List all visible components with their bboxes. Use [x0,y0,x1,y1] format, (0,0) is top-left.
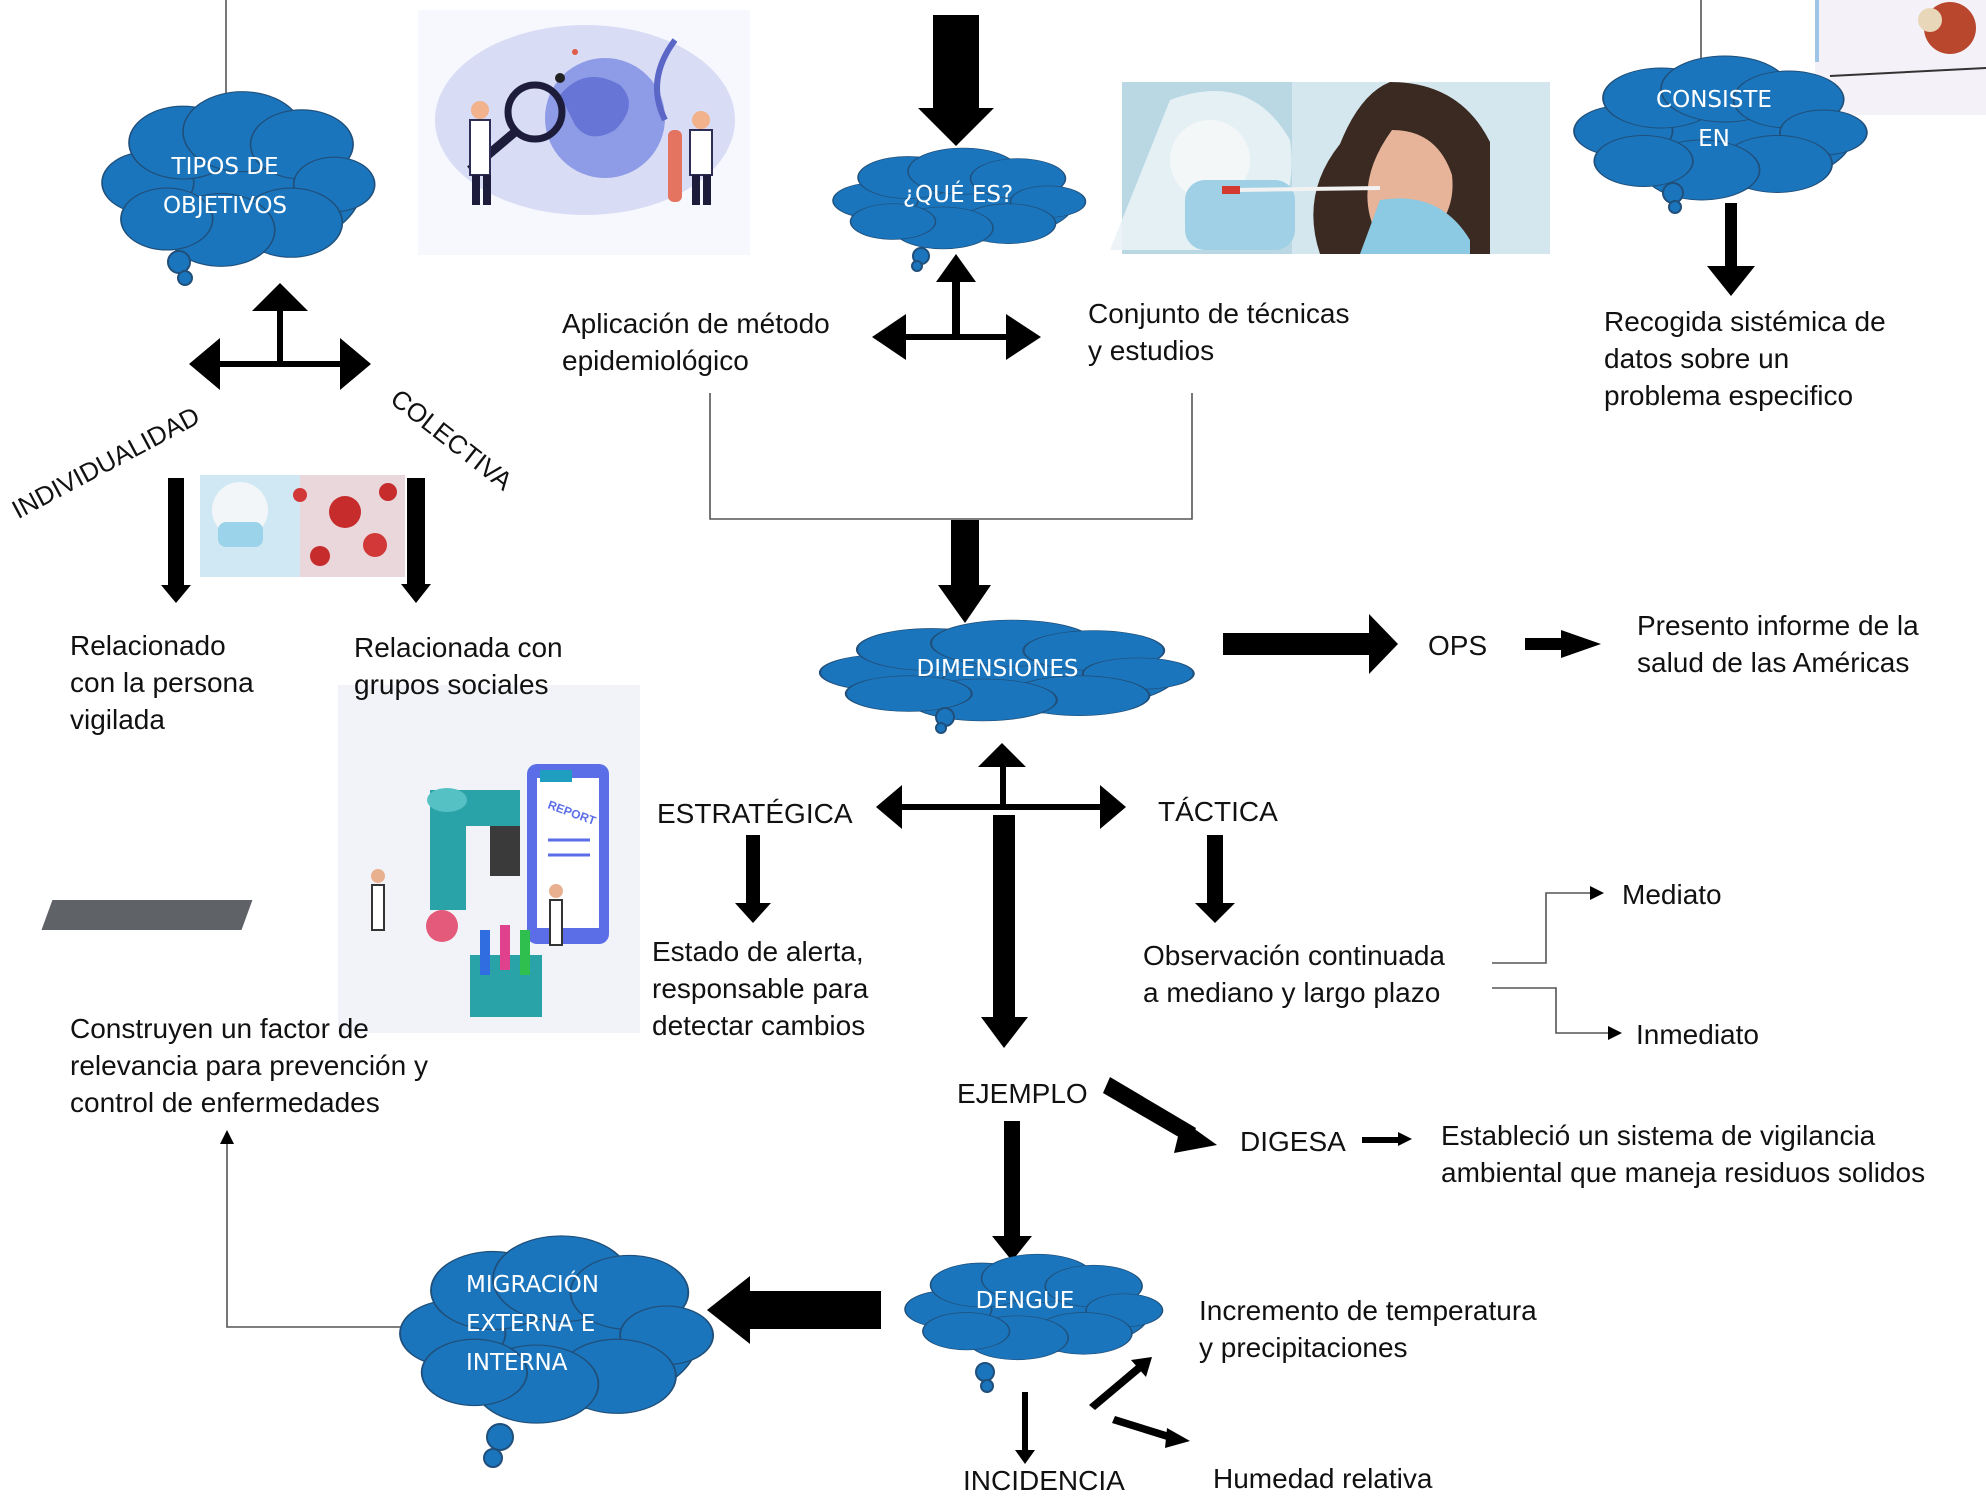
label-estrategica: ESTRATÉGICA [657,798,853,829]
cloud-text-consiste: CONSISTE EN [1656,87,1772,152]
cloud-dengue [905,1254,1163,1392]
label-observacion: Observación continuada a mediano y largo… [1143,940,1445,1008]
cloud-consiste-en [1574,56,1867,213]
label-mediato: Mediato [1622,879,1722,910]
label-incidencia: INCIDENCIA [963,1465,1125,1496]
label-incremento: Incremento de temperatura y precipitacio… [1199,1295,1537,1363]
label-presento: Presento informe de la salud de las Amér… [1637,610,1919,678]
cloud-migracion [400,1236,713,1467]
cloud-text-dengue: DENGUE [975,1288,1075,1314]
label-conjunto: Conjunto de técnicas y estudios [1088,298,1350,366]
label-estado: Estado de alerta, responsable para detec… [652,936,869,1041]
connector-arrowheads [220,886,1622,1146]
label-recogida: Recogida sistémica de datos sobre un pro… [1604,306,1886,411]
cloud-dimensiones [820,620,1194,733]
label-construyen: Construyen un factor de relevancia para … [70,1013,428,1118]
label-humedad: Humedad relativa [1213,1463,1433,1494]
virus-lab-photo [200,475,405,577]
swab-test-photo [1110,82,1550,254]
cloud-tipos-de-objetivos [102,92,375,285]
science-illustration [418,10,750,255]
label-ops: OPS [1428,630,1488,661]
cloud-text-tipos: TIPOS DE OBJETIVOS [162,154,288,219]
label-inmediato: Inmediato [1636,1019,1759,1050]
label-aplicacion: Aplicación de método epidemiológico [562,308,830,376]
label-tactica: TÁCTICA [1158,796,1278,827]
bold-arrows [161,15,1755,1464]
label-ejemplo: EJEMPLO [957,1078,1088,1109]
label-digesa: DIGESA [1240,1126,1346,1157]
cloud-text-dimensiones: DIMENSIONES [916,656,1079,682]
cloud-text-migracion: MIGRACIÓN EXTERNA E INTERNA [466,1272,599,1376]
cloud-text-que-es: ¿QUÉ ES? [902,182,1014,208]
label-establecio: Estableció un sistema de vigilancia ambi… [1441,1120,1926,1188]
cloud-que-es [833,148,1086,271]
lab-report-illustration: REPORT [41,685,640,1033]
label-relacionado: Relacionado con la persona vigilada [70,630,254,735]
label-relacionada: Relacionada con grupos sociales [354,632,563,700]
